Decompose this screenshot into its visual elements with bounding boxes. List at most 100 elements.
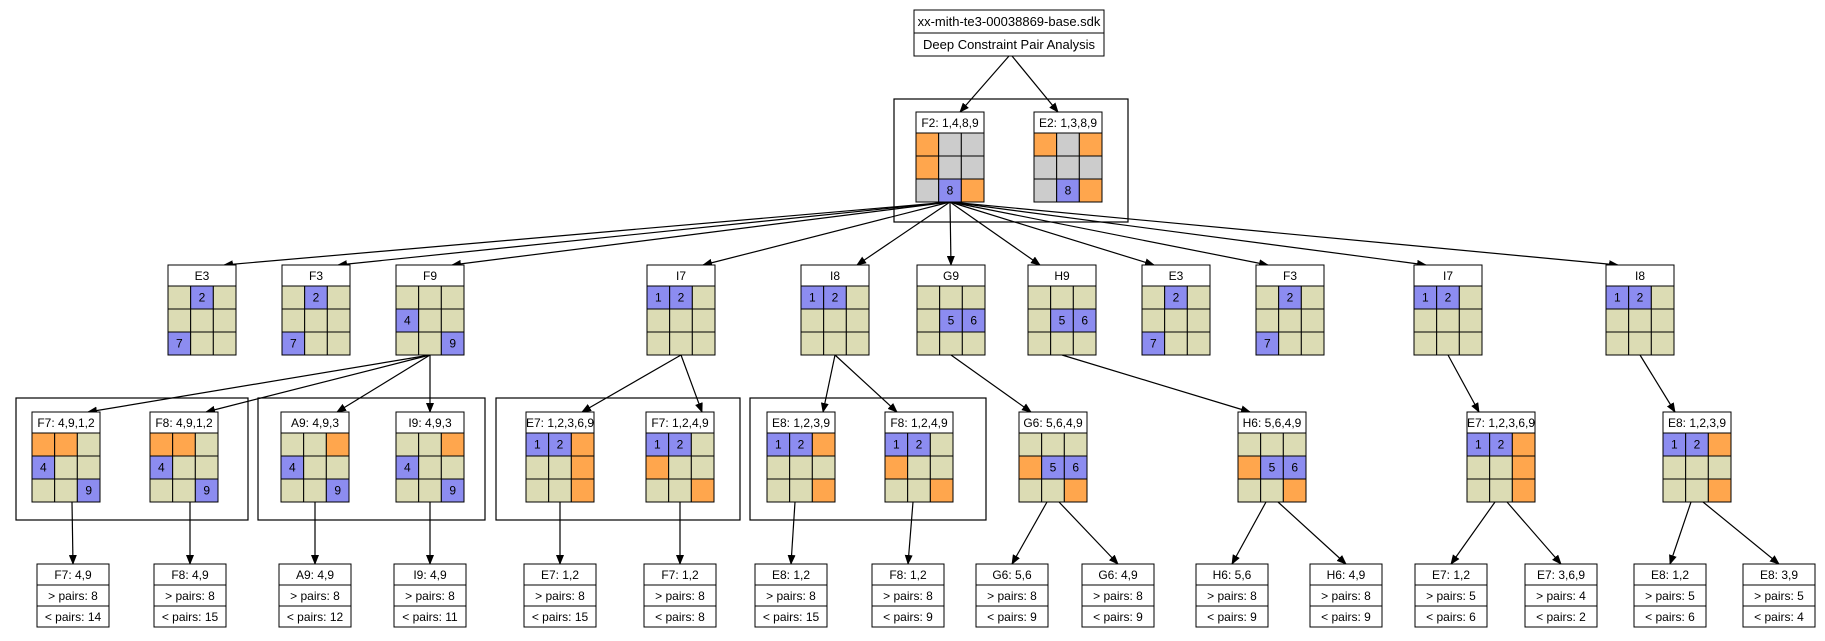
node-title: E2: 1,3,8,9	[1039, 116, 1097, 130]
leaf-node-a9-4-9: A9: 4,9> pairs: 8< pairs: 12	[278, 563, 352, 628]
leaf-less-pairs: < pairs: 9	[1093, 610, 1143, 624]
leaf-less-pairs: < pairs: 8	[655, 610, 705, 624]
leaf-greater-pairs: > pairs: 5	[1645, 589, 1695, 603]
leaf-greater-pairs: > pairs: 8	[655, 589, 705, 603]
cell-digit: 4	[404, 314, 411, 328]
leaf-row-box	[975, 605, 1049, 628]
grid-cell-empty	[194, 455, 219, 480]
grid-cell-empty	[645, 478, 670, 503]
grid-cell-empty	[1436, 308, 1460, 333]
leaf-title: E7: 1,2	[1432, 568, 1470, 582]
cell-digit: 2	[1694, 438, 1701, 452]
grid-cell-orange	[149, 432, 174, 457]
grid-cell-empty	[1650, 331, 1675, 356]
leaf-less-pairs: < pairs: 15	[162, 610, 219, 624]
leaf-node-f7-4-9: F7: 4,9> pairs: 8< pairs: 14	[36, 563, 110, 628]
edge-level3-to-leaf	[68, 501, 77, 565]
grid-cell-empty	[1186, 285, 1211, 310]
leaf-row-box	[1309, 605, 1383, 628]
leaf-title: F8: 4,9	[171, 568, 209, 582]
leaf-greater-pairs: > pairs: 5	[1754, 589, 1804, 603]
grid-cell-empty	[691, 331, 716, 356]
grid-cell-orange	[811, 432, 836, 457]
leaf-node-e8-3-9: E8: 3,9> pairs: 5< pairs: 4	[1742, 563, 1816, 628]
grid-cell-empty	[691, 308, 716, 333]
grid-cell-orange	[570, 478, 595, 503]
grid-cell-empty	[548, 455, 572, 480]
leaf-row-box	[754, 605, 828, 628]
leaf-row-box	[1081, 605, 1155, 628]
grid-cell-empty	[1489, 478, 1513, 503]
edge-level2-to-level3	[205, 354, 431, 414]
edge-level3-to-leaf	[1011, 501, 1048, 565]
grid-cell-orange	[811, 478, 836, 503]
grid-cell-empty	[326, 308, 351, 333]
grid-cell-empty	[1278, 308, 1302, 333]
leaf-greater-pairs: > pairs: 8	[48, 589, 98, 603]
leaf-node-e7-1-2: E7: 1,2> pairs: 8< pairs: 15	[523, 563, 597, 628]
node-title: G9	[943, 269, 959, 283]
grid-cell-empty	[172, 455, 196, 480]
level3-node-i9-4-9-3: I9: 4,9,349	[395, 411, 465, 503]
cell-digit: 1	[534, 438, 541, 452]
grid-cell-orange	[172, 432, 196, 457]
cluster-frame-e7-f7	[495, 397, 741, 521]
cell-digit: 8	[1065, 184, 1072, 198]
grid-cell-empty	[1164, 308, 1188, 333]
leaf-node-i9-4-9: I9: 4,9> pairs: 8< pairs: 11	[393, 563, 467, 628]
leaf-node-f7-1-2: F7: 1,2> pairs: 8< pairs: 8	[643, 563, 717, 628]
edge-level2-to-level3	[680, 354, 703, 413]
edge-level3-to-leaf	[904, 501, 914, 565]
grid-cell-gray	[1078, 155, 1103, 180]
grid-cell-empty	[1027, 285, 1052, 310]
cell-digit: 1	[809, 291, 816, 305]
grid-cell-empty	[1186, 331, 1211, 356]
grid-cell-empty	[395, 285, 420, 310]
cluster-frame-e8-f8	[749, 397, 987, 521]
grid-cell-orange	[1511, 478, 1536, 503]
grid-cell-empty	[281, 308, 306, 333]
leaf-less-pairs: < pairs: 4	[1754, 610, 1804, 624]
grid-cell-empty	[1050, 331, 1074, 356]
grid-cell-candidate	[194, 478, 219, 503]
grid-cell-empty	[1662, 455, 1687, 480]
node-title: F7: 1,2,4,9	[651, 416, 709, 430]
cell-digit: 2	[677, 438, 684, 452]
leaf-row-box	[1524, 605, 1598, 628]
leaf-less-pairs: < pairs: 9	[987, 610, 1037, 624]
grid-cell-empty	[326, 285, 351, 310]
node-title: E8: 1,2,3,9	[772, 416, 830, 430]
leaf-title: E8: 1,2	[1651, 568, 1689, 582]
leaf-greater-pairs: > pairs: 8	[535, 589, 585, 603]
grid-cell-empty	[1413, 308, 1438, 333]
edge-level3-to-leaf	[1669, 501, 1692, 565]
node-title: I8	[830, 269, 840, 283]
grid-cell-empty	[916, 285, 941, 310]
cell-digit: 1	[655, 291, 662, 305]
grid-cell-empty	[929, 455, 954, 480]
edge-level1-to-level2	[451, 201, 951, 268]
grid-cell-empty	[1278, 331, 1302, 356]
grid-cell-empty	[845, 308, 870, 333]
grid-cell-orange	[440, 432, 465, 457]
grid-cell-gray	[960, 132, 985, 157]
grid-cell-empty	[845, 285, 870, 310]
grid-cell-empty	[690, 455, 715, 480]
grid-cell-orange	[645, 455, 670, 480]
grid-cell-empty	[1458, 331, 1483, 356]
cell-digit: 1	[1475, 438, 1482, 452]
node-title: I7	[1443, 269, 1453, 283]
root-subtitle: Deep Constraint Pair Analysis	[923, 37, 1095, 52]
grid-cell-orange	[884, 455, 909, 480]
grid-cell-empty	[1282, 432, 1307, 457]
grid-cell-empty	[1050, 285, 1074, 310]
grid-cell-empty	[929, 432, 954, 457]
node-title: E8: 1,2,3,9	[1668, 416, 1726, 430]
cell-digit: 8	[947, 184, 954, 198]
leaf-node-f8-4-9: F8: 4,9> pairs: 8< pairs: 15	[153, 563, 227, 628]
leaf-less-pairs: < pairs: 11	[402, 610, 458, 624]
